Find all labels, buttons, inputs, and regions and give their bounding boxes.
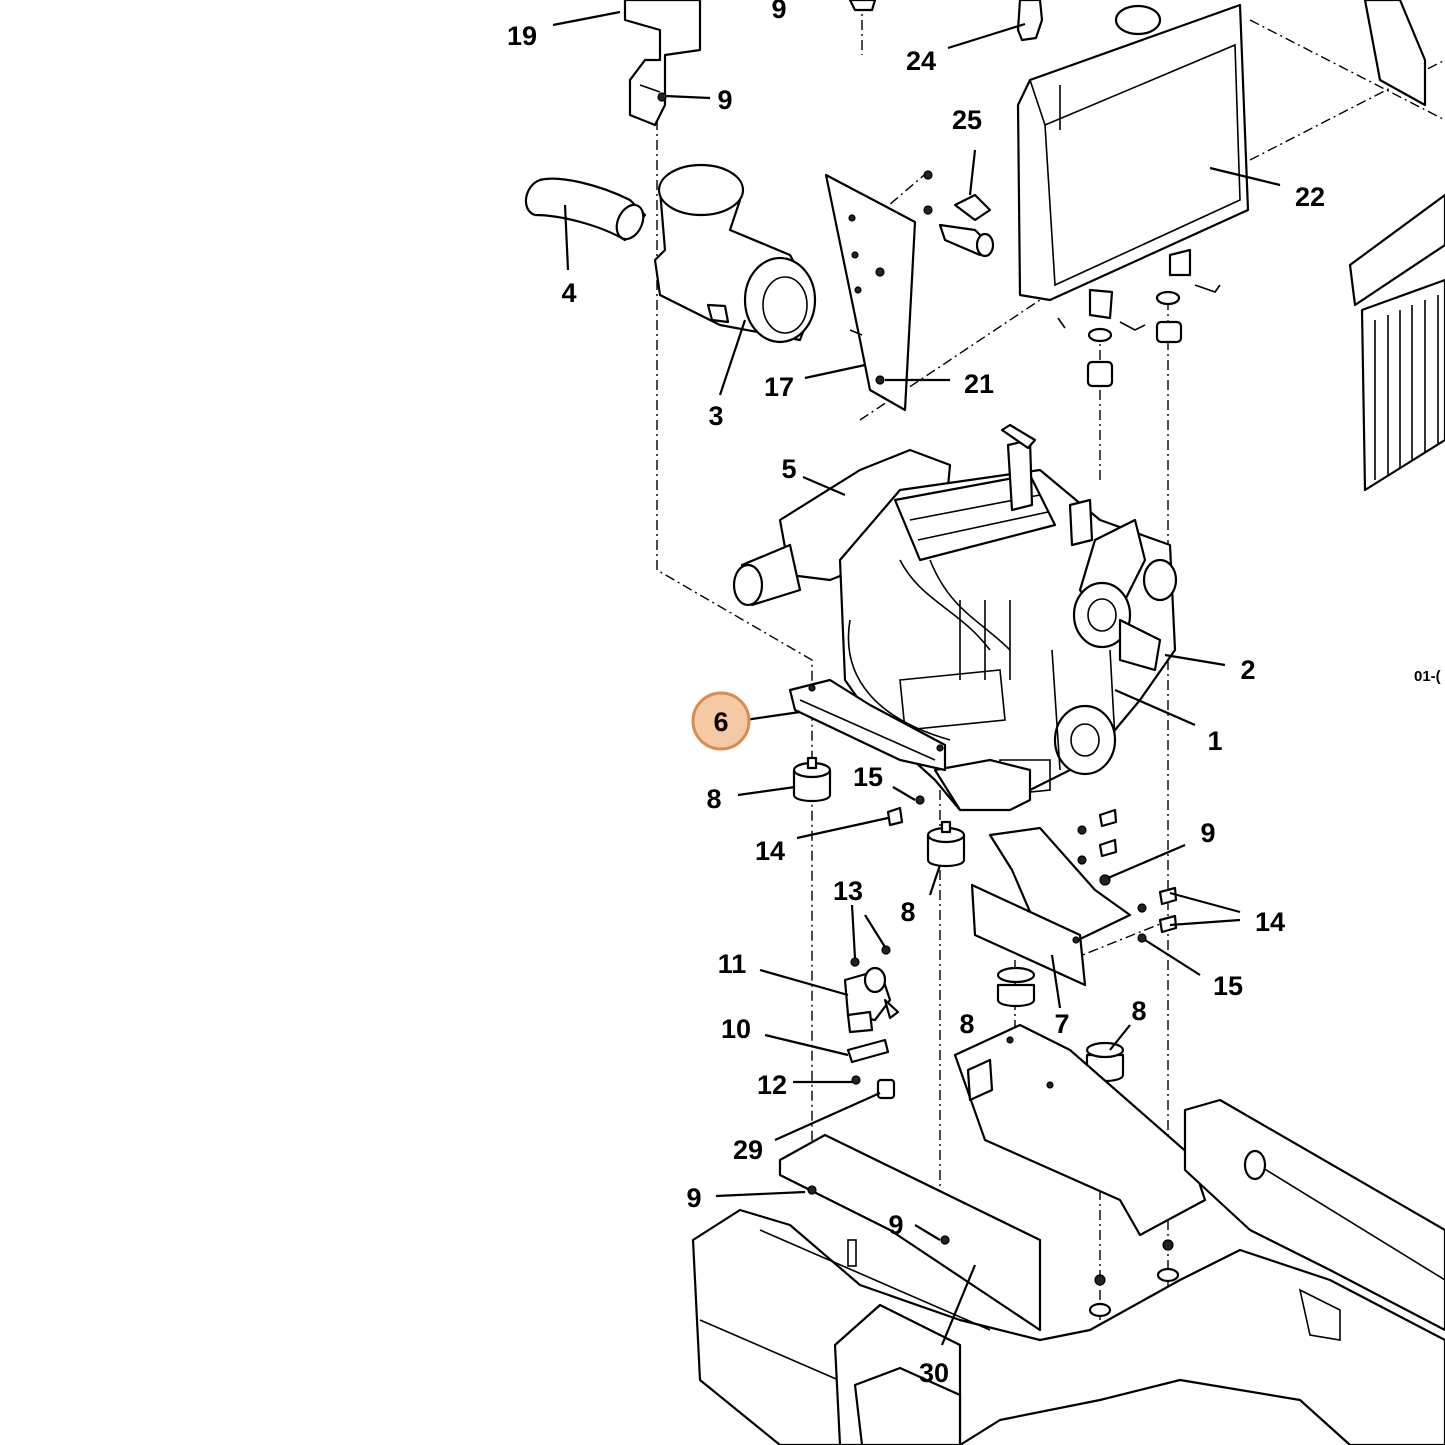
- callout-8-mid: 8: [900, 897, 915, 927]
- air-cleaner: [653, 163, 817, 344]
- engine-assembly: [732, 423, 1178, 812]
- engine-mount-bracket: [788, 678, 947, 772]
- callout-30: 30: [919, 1358, 949, 1388]
- callout-1: 1: [1207, 726, 1222, 756]
- fuel-solenoid: [843, 945, 900, 1034]
- callout-9-frame-left: 9: [686, 1183, 701, 1213]
- air-intake-hose: [524, 177, 647, 242]
- callout-4: 4: [561, 278, 576, 308]
- radiator-mounts: [1057, 290, 1183, 388]
- callout-15-right: 15: [1213, 971, 1243, 1001]
- engine-side-bracket: [970, 826, 1132, 987]
- callout-12: 12: [757, 1070, 787, 1100]
- upper-radiator-hose: [1016, 0, 1044, 42]
- callout-8-right: 8: [1131, 996, 1146, 1026]
- top-left-bracket: [623, 0, 702, 127]
- fasteners-middle: [886, 795, 1178, 943]
- right-side-panel: [1348, 0, 1445, 492]
- callout-17: 17: [764, 372, 794, 402]
- callout-21: 21: [964, 369, 994, 399]
- solenoid-bracket: [846, 1038, 896, 1100]
- leader-lines: [552, 10, 1281, 1346]
- callout-2: 2: [1240, 655, 1255, 685]
- bolts-upper: [875, 170, 933, 385]
- callout-9-top: 9: [771, 0, 786, 24]
- callout-29: 29: [733, 1135, 763, 1165]
- callout-10: 10: [721, 1014, 751, 1044]
- callout-15-left: 15: [853, 762, 883, 792]
- callout-22: 22: [1295, 182, 1325, 212]
- callout-9-bracket: 9: [717, 85, 732, 115]
- callout-8-left: 8: [706, 784, 721, 814]
- callout-19: 19: [507, 21, 537, 51]
- callout-14-left: 14: [755, 836, 785, 866]
- callout-9-frame-mid: 9: [888, 1210, 903, 1240]
- callout-8-low: 8: [959, 1009, 974, 1039]
- callout-25: 25: [952, 105, 982, 135]
- callout-5: 5: [781, 454, 796, 484]
- engine-support-plate: [953, 1023, 1207, 1237]
- callout-11: 11: [718, 949, 747, 979]
- callout-7: 7: [1054, 1009, 1069, 1039]
- top-center-clamp: [848, 0, 877, 12]
- lower-radiator-hose: [938, 193, 995, 258]
- callout-13: 13: [833, 876, 863, 906]
- shroud-panel: [824, 173, 917, 412]
- callout-labels: 19 9 24 9 25 22 4 3 17 21 5 2 1 8 15 14 …: [507, 0, 1441, 1388]
- callout-24: 24: [906, 46, 936, 76]
- edge-figure-code: 01-(: [1414, 668, 1441, 685]
- callout-9-right: 9: [1200, 818, 1215, 848]
- highlight-circle: [691, 691, 751, 751]
- callout-3: 3: [708, 401, 723, 431]
- highlight-callout-6[interactable]: 6: [691, 691, 751, 751]
- callout-14-right: 14: [1255, 907, 1285, 937]
- radiator: [1016, 3, 1250, 320]
- mount-crossmember-left: [778, 1133, 1042, 1332]
- main-frame: [691, 1098, 1445, 1445]
- callout-6: 6: [713, 707, 728, 737]
